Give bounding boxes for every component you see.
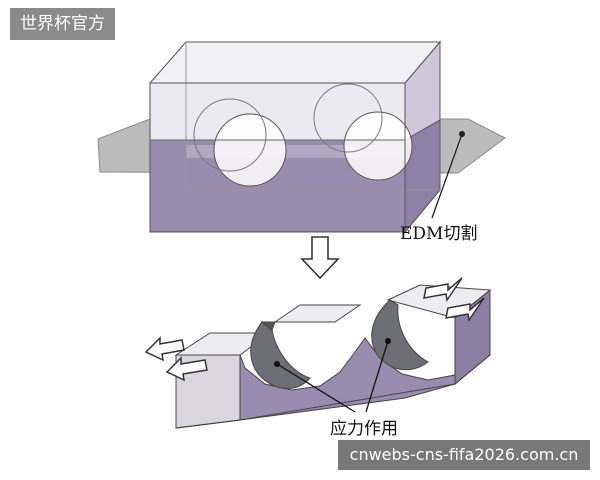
edm-leader-line [431, 133, 463, 219]
force-arrows [144, 277, 485, 382]
left-hole-back [193, 98, 267, 172]
left-stress-groove [250, 321, 311, 389]
left-arrow-lower [165, 356, 208, 382]
right-hole [343, 111, 413, 181]
brand-badge: 世界杯官方 [10, 8, 115, 40]
stress-leader-left [276, 363, 356, 413]
right-arrow-lower [445, 297, 485, 322]
stress-leader-right [365, 340, 389, 413]
piece-top-middle [273, 304, 362, 323]
top-block [97, 40, 506, 234]
block-top-face [148, 41, 442, 84]
right-stress-groove [371, 299, 429, 371]
edm-leader-dot [459, 131, 465, 137]
watermark-url: cnwebs-cns-fifa2026.com.cn [338, 440, 590, 470]
bottom-piece [174, 284, 492, 429]
down-arrow [300, 236, 340, 280]
right-arrow-upper [423, 277, 463, 302]
left-hole [213, 113, 287, 187]
right-hole-back [313, 83, 383, 153]
stress-label: 应力作用 [330, 419, 398, 439]
left-arrow-upper [144, 336, 185, 362]
edm-cut-label: EDM切割 [400, 224, 477, 244]
